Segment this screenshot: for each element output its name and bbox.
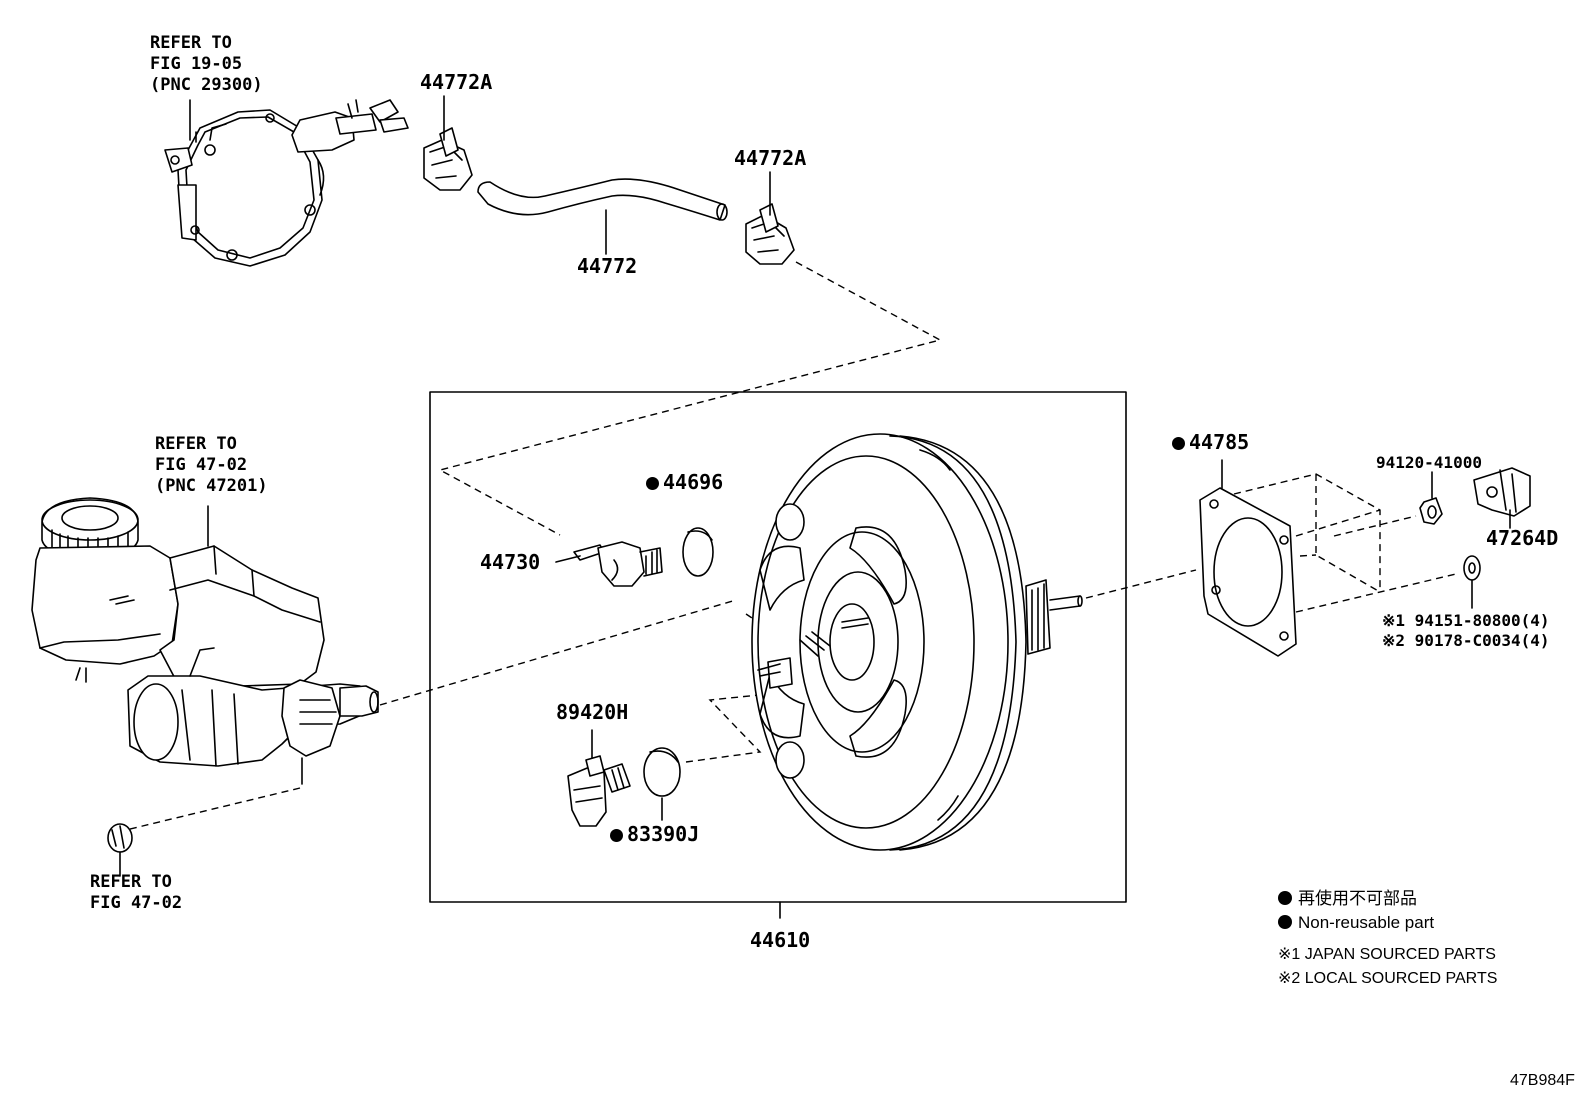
booster-gasket-drawing (1199, 459, 1297, 657)
bolt-washer-drawing (1463, 555, 1481, 609)
non-reusable-dot-icon (610, 829, 623, 842)
ref-line: FIG 47-02 (155, 455, 248, 475)
reservoir-plug-drawing (107, 823, 133, 877)
booster-assembly-frame (429, 391, 1127, 903)
ref-plug: REFER TO FIG 47-02 (90, 872, 182, 914)
diagram-code: 47B984F (1510, 1072, 1575, 1089)
part-number: 44696 (663, 470, 724, 494)
ref-line: (PNC 29300) (150, 75, 263, 95)
ref-line: (PNC 47201) (155, 476, 268, 496)
ref-line: REFER TO (90, 872, 172, 892)
part-number: 44785 (1189, 430, 1250, 454)
non-reusable-dot-icon (1278, 915, 1292, 929)
part-44696[interactable]: 44696 (646, 472, 723, 493)
ref-vacuum-pump: REFER TO FIG 19-05 (PNC 29300) (150, 33, 263, 96)
non-reusable-dot-icon (1278, 891, 1292, 905)
part-44785[interactable]: 44785 (1172, 432, 1249, 453)
ref-line: FIG 47-02 (90, 893, 183, 913)
clip-44772a-top-drawing (423, 95, 473, 191)
master-cylinder-drawing (31, 497, 379, 785)
part-44610[interactable]: 44610 (750, 928, 811, 952)
part-90178-C0034[interactable]: ※2 90178-C0034(4) (1382, 631, 1550, 650)
ref-line: FIG 19-05 (150, 54, 243, 74)
sensor-grommet-drawing (643, 747, 681, 821)
bracket-drawing (1473, 467, 1531, 529)
vacuum-hose-drawing (477, 178, 728, 255)
legend-note-1: ※1 JAPAN SOURCED PARTS (1278, 946, 1496, 963)
part-number: 83390J (627, 822, 700, 846)
ref-line: REFER TO (150, 33, 232, 53)
vacuum-pump-drawing (164, 99, 409, 267)
ref-line: REFER TO (155, 434, 237, 454)
grommet-drawing (682, 527, 714, 577)
non-reusable-dot-icon (646, 477, 659, 490)
brake-booster-drawing (751, 433, 1083, 851)
part-94151-80800[interactable]: ※1 94151-80800(4) (1382, 611, 1550, 630)
non-reusable-dot-icon (1172, 437, 1185, 450)
part-44772[interactable]: 44772 (577, 254, 638, 278)
nut-drawing (1419, 471, 1443, 525)
part-44772A-top[interactable]: 44772A (420, 70, 493, 94)
part-83390J[interactable]: 83390J (610, 824, 699, 845)
part-94120-41000[interactable]: 94120-41000 (1376, 453, 1482, 472)
clip-44772a-mid-drawing (745, 171, 795, 265)
legend-note-2: ※2 LOCAL SOURCED PARTS (1278, 970, 1498, 987)
legend-en: Non-reusable part (1278, 912, 1434, 934)
vacuum-sensor-drawing (567, 729, 631, 827)
part-44730[interactable]: 44730 (480, 550, 541, 574)
part-44772A-mid[interactable]: 44772A (734, 146, 807, 170)
check-valve-drawing (555, 541, 663, 587)
part-47264D[interactable]: 47264D (1486, 526, 1559, 550)
ref-reservoir: REFER TO FIG 47-02 (PNC 47201) (155, 434, 268, 497)
part-89420H[interactable]: 89420H (556, 700, 629, 724)
legend-jp: 再使用不可部品 (1278, 888, 1417, 910)
legend-text: Non-reusable part (1298, 913, 1435, 932)
legend-text: 再使用不可部品 (1298, 889, 1417, 908)
